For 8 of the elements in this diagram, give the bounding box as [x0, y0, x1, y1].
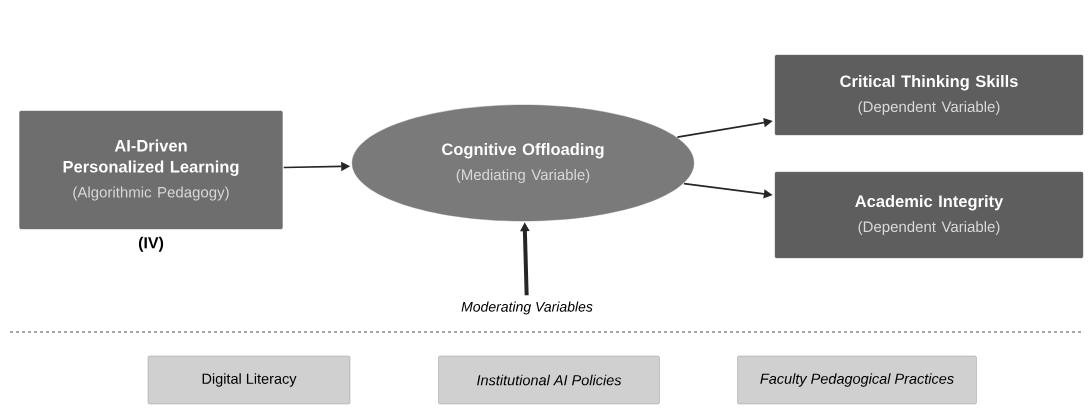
variable-box: AI-Driven Personalized Learning (Algorithmic Pedagogy) [19, 110, 283, 230]
node-caption: (IV) [138, 236, 164, 252]
variable-box: Academic Integrity (Dependent Variable) [774, 171, 1084, 259]
variable-box: Critical Thinking Skills (Dependent Variable) [774, 54, 1084, 136]
moderator-box: Faculty Pedagogical Practices [737, 355, 977, 405]
moderator-box: Digital Literacy [147, 355, 351, 405]
moderator-text: Moderating Variables [461, 301, 593, 315]
moderator-box: Institutional AI Policies [438, 355, 660, 405]
